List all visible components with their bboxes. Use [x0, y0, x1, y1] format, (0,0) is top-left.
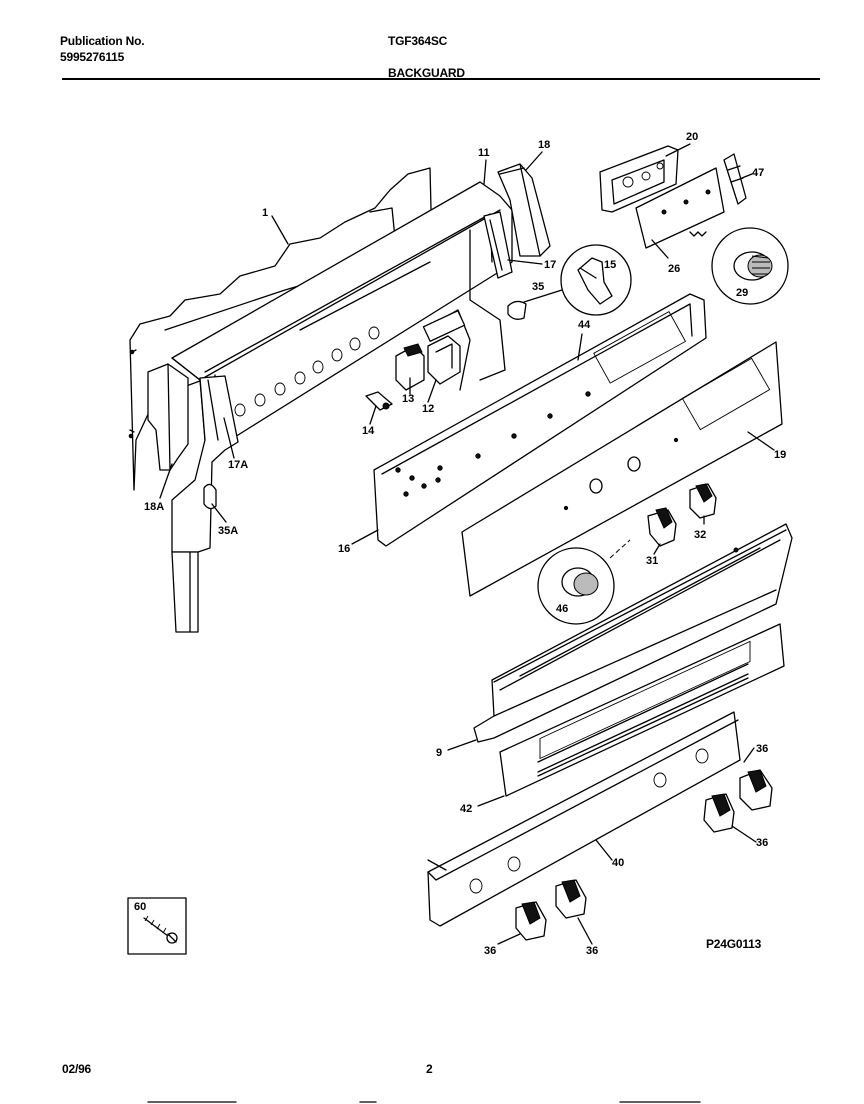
- callout-labels: 1 11 18 20 47 17 15 35 26 29 44 13 12 14…: [134, 131, 786, 957]
- front-panel-part-40: [427, 711, 741, 927]
- page-number: 2: [426, 1062, 433, 1076]
- callout-15: 15: [604, 259, 616, 271]
- switch-part-12: [427, 335, 461, 385]
- callout-42: 42: [460, 803, 472, 815]
- vent-slots: [537, 640, 751, 777]
- section-title: BACKGUARD: [388, 66, 465, 80]
- switch-part-13: [395, 343, 425, 391]
- callout-18: 18: [538, 139, 550, 151]
- callout-29: 29: [736, 287, 748, 299]
- callout-9: 9: [436, 747, 442, 759]
- callout-44: 44: [578, 319, 591, 331]
- control-overlay-part-19: [461, 341, 783, 597]
- callout-17: 17: [544, 259, 556, 271]
- clock-knob-detail-part-29: [711, 227, 789, 305]
- lower-housing-part-9: [473, 523, 793, 743]
- callout-26: 26: [668, 263, 680, 275]
- right-bracket-part-17: [483, 211, 513, 279]
- callout-47: 47: [752, 167, 764, 179]
- clip-part-35A: [203, 483, 217, 510]
- callout-32: 32: [694, 529, 706, 541]
- callout-12: 12: [422, 403, 434, 415]
- screw-detail-part-60: [127, 897, 187, 955]
- igniter-part-14: [365, 391, 393, 411]
- callout-40: 40: [612, 857, 624, 869]
- callout-17A: 17A: [228, 459, 248, 471]
- leader-lines: [159, 143, 775, 945]
- bracket-part-47: [723, 153, 747, 205]
- callout-16: 16: [338, 543, 350, 555]
- callout-11: 11: [478, 147, 490, 159]
- callout-31: 31: [646, 555, 658, 567]
- header-rule: [62, 78, 820, 80]
- clock-overlay-part-26: [635, 167, 725, 249]
- callout-14: 14: [362, 425, 375, 437]
- drawing-code: P24G0113: [706, 937, 762, 951]
- callout-36-c: 36: [484, 945, 496, 957]
- switch-detail-part-15: [560, 244, 632, 316]
- callout-36-d: 36: [586, 945, 598, 957]
- knob-part-36-b: [703, 793, 735, 833]
- clock-module-part-20: [599, 145, 679, 213]
- callout-35A: 35A: [218, 525, 238, 537]
- knob-part-36-d: [555, 879, 587, 919]
- left-trim-part-18A: [147, 363, 189, 471]
- callout-18A: 18A: [144, 501, 164, 513]
- spring-part: [689, 231, 707, 237]
- callout-19: 19: [774, 449, 786, 461]
- callout-13: 13: [402, 393, 414, 405]
- leader-46: [609, 539, 631, 559]
- left-end-bracket: [171, 375, 239, 633]
- publication-number: 5995276115: [60, 50, 125, 64]
- control-panel-part-16: [373, 293, 707, 547]
- publication-label: Publication No.: [60, 34, 145, 48]
- right-trim-part-18: [497, 163, 551, 257]
- knob-part-32: [627, 456, 717, 519]
- callout-36-b: 36: [756, 837, 768, 849]
- knob-part-31: [589, 478, 677, 547]
- callout-35: 35: [532, 281, 544, 293]
- callout-46: 46: [556, 603, 568, 615]
- callout-36-a: 36: [756, 743, 768, 755]
- callout-20: 20: [686, 131, 698, 143]
- model-number: TGF364SC: [388, 34, 448, 48]
- knob-part-36-c: [515, 901, 547, 941]
- footer-date: 02/96: [62, 1062, 92, 1076]
- knob-part-36-a: [739, 769, 773, 811]
- callout-60: 60: [134, 901, 146, 913]
- grommet-part-35: [507, 300, 527, 320]
- vent-panel-part-42: [499, 623, 785, 797]
- knob-detail-part-46: [537, 547, 615, 625]
- frame-holes: [234, 326, 380, 417]
- callout-1: 1: [262, 207, 268, 219]
